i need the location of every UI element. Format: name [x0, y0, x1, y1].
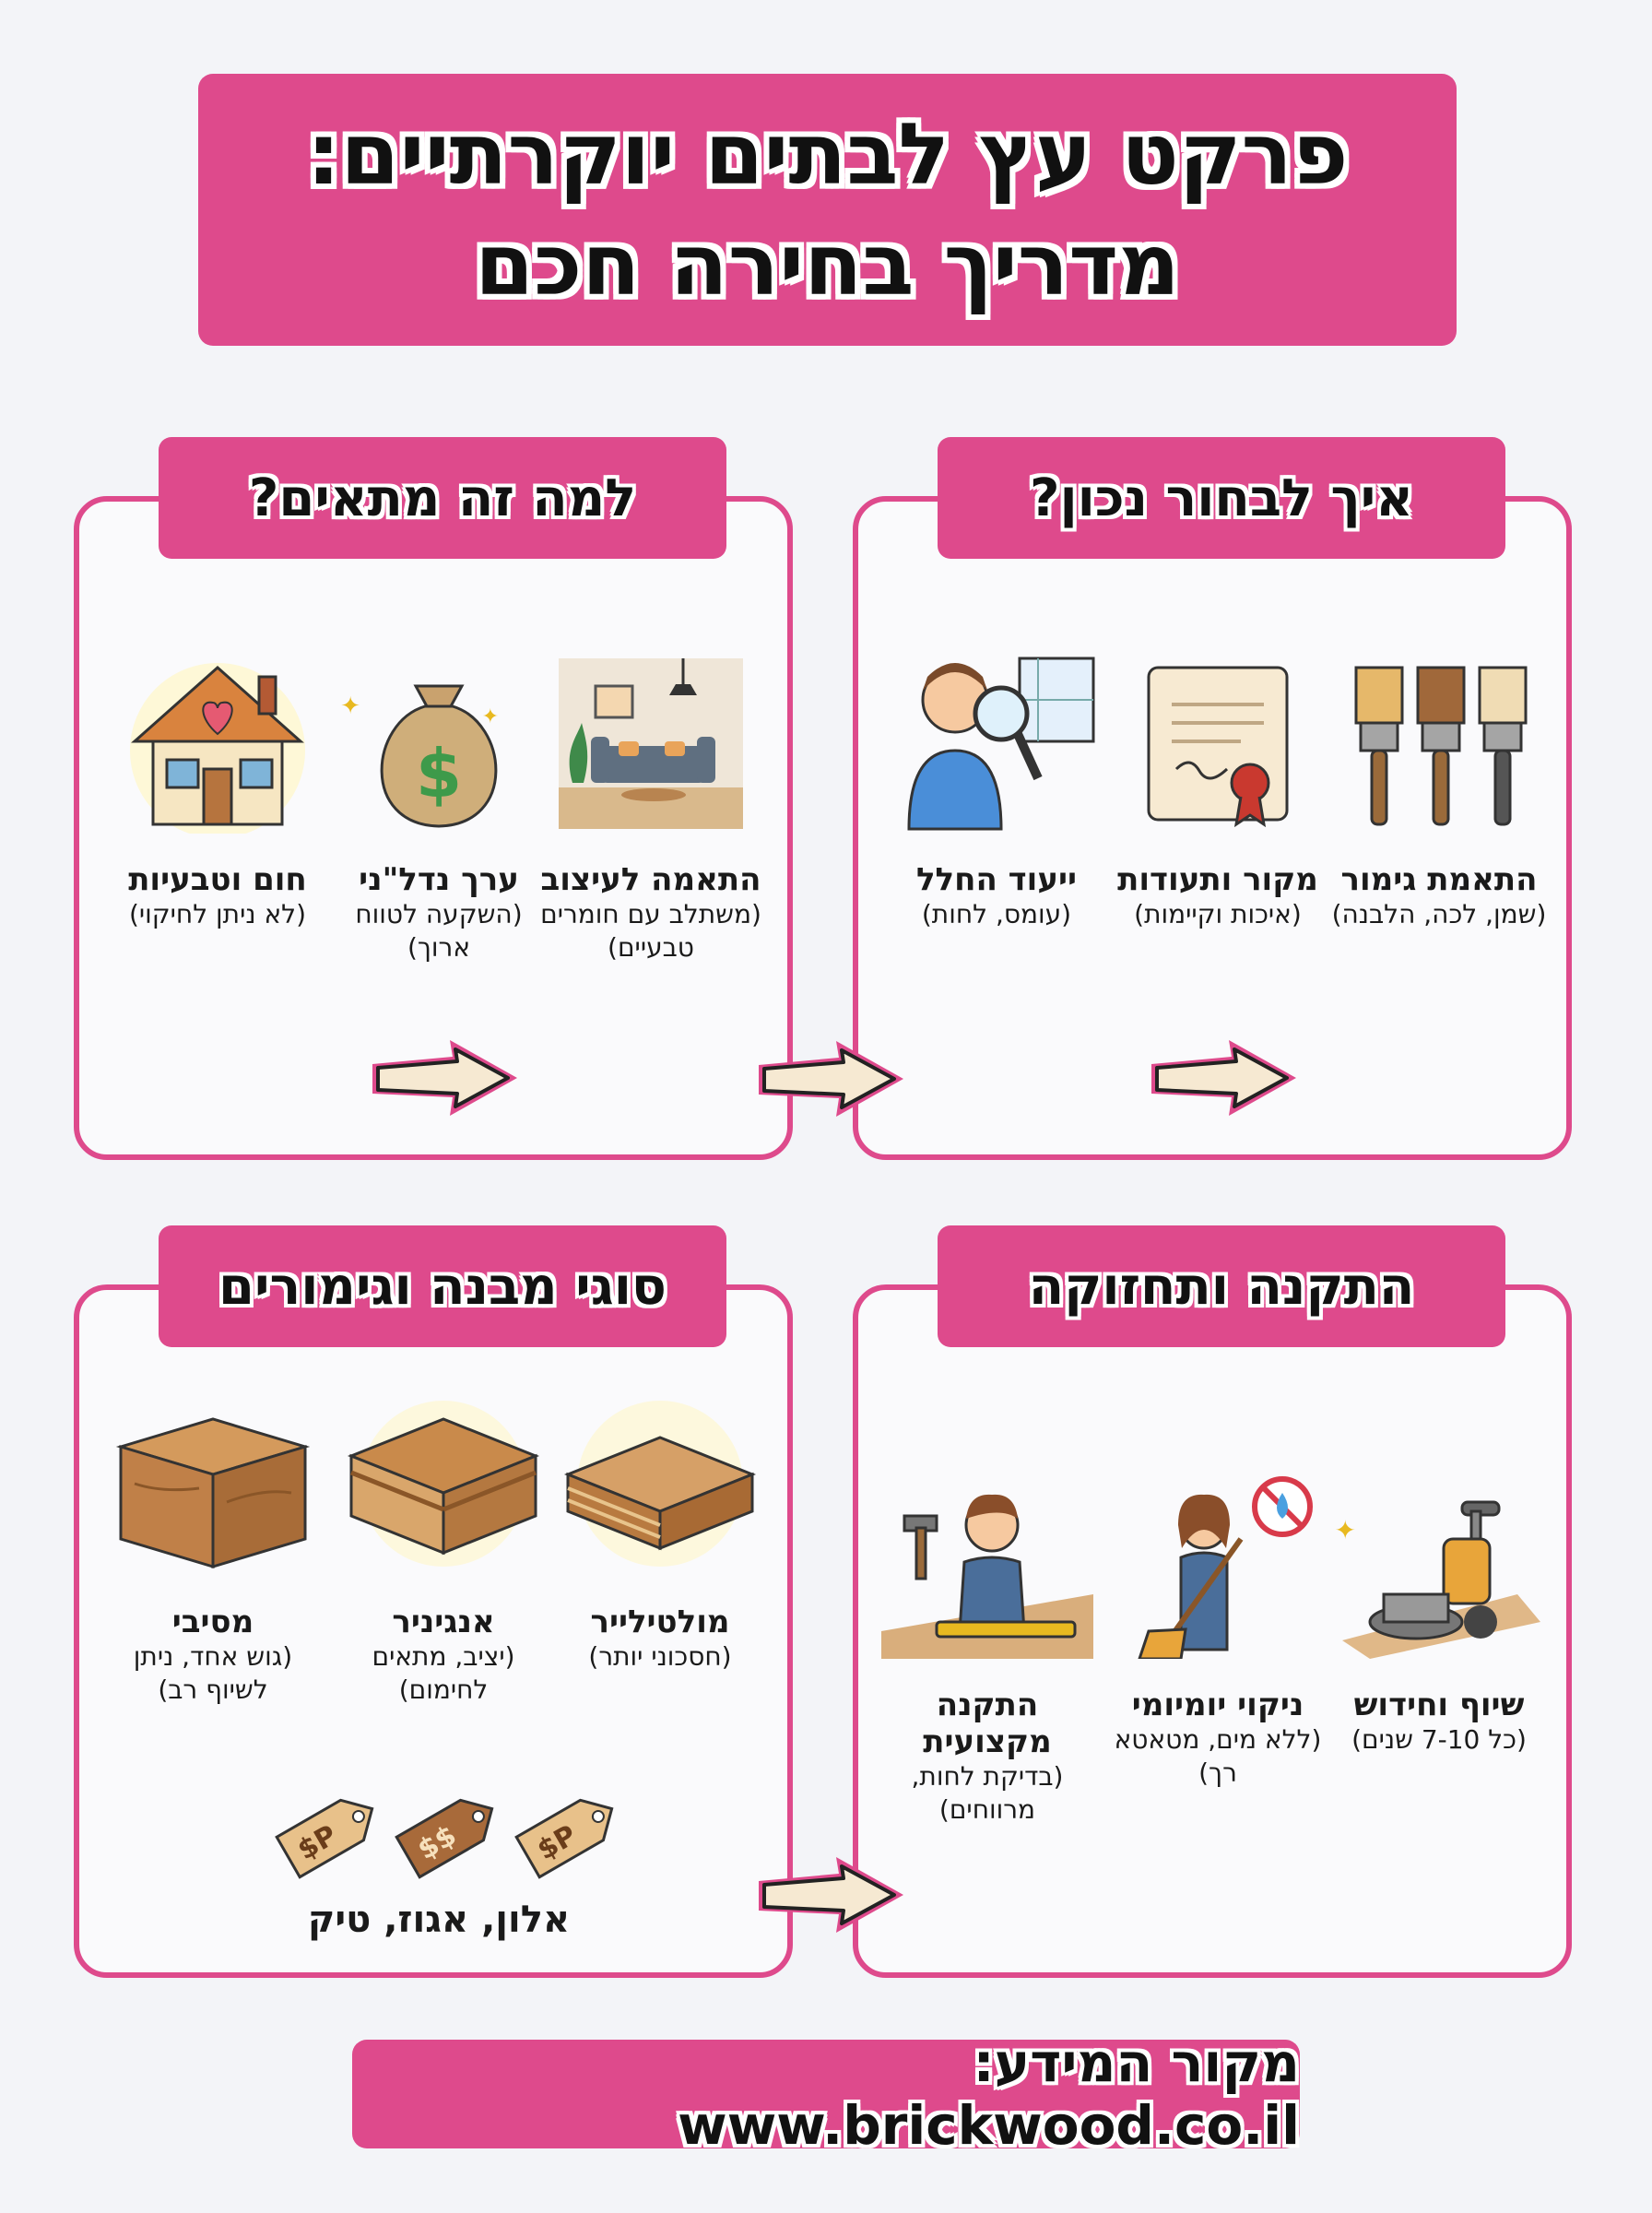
item-source-certificates: מקור ותעודות (איכות וקיימות) — [1107, 649, 1328, 931]
item-desc: (יציב, מתאים לחימום) — [372, 1641, 515, 1705]
item-title: שיוף וחידוש — [1353, 1686, 1525, 1723]
arrow-right-icon — [371, 1038, 519, 1118]
installer-icon — [881, 1494, 1093, 1659]
item-warmth: חום וטבעיות (לא ניתן לחיקוי) — [107, 649, 328, 931]
item-desc: (משתלב עם חומרים טבעיים) — [540, 899, 761, 963]
item-desc: (ללא מים, מטאטא רך) — [1114, 1724, 1322, 1788]
engineered-block-icon — [347, 1401, 540, 1567]
panel-how: איך לבחור נכון? התאמת גימור (שמן, לכה, ה… — [853, 437, 1572, 1160]
item-space-purpose: ייעוד החלל (עומס, לחות) — [886, 649, 1107, 931]
item-desc: (השקעה לטווח ארוך) — [355, 899, 523, 963]
item-title: אנגיניר — [392, 1604, 495, 1640]
item-desc: (בדיקת לחות, מרווחים) — [911, 1761, 1064, 1825]
item-title: ערך נדל"ני — [359, 861, 519, 898]
panel-why-header: למה זה מתאים? — [159, 437, 726, 559]
brushes-icon — [1354, 666, 1528, 826]
item-desc: (עומס, לחות) — [921, 899, 1072, 929]
item-title: התקנה מקצועית — [923, 1686, 1052, 1760]
house-heart-icon — [130, 663, 305, 834]
item-title: מולטילייר — [590, 1604, 730, 1640]
item-multilayer: מולטילייר (חסכוני יותר) — [549, 1391, 771, 1674]
multilayer-block-icon — [563, 1401, 757, 1567]
item-desc: (חסכוני יותר) — [588, 1641, 732, 1672]
wood-species: אלון, אגוז, טיק — [307, 1899, 571, 1941]
page-title-line1: פרקט עץ לבתים יוקרתיים: — [306, 104, 1349, 204]
item-solid: מסיבי (גוש אחד, ניתן לשיוף רב) — [102, 1391, 324, 1707]
item-finish-matching: התאמת גימור (שמן, לכה, הלבנה) — [1328, 649, 1550, 931]
sander-icon: ✦ — [1335, 1500, 1540, 1659]
price-tags-icon: P$ $$ P$ — [275, 1798, 614, 1879]
item-sanding: ✦ שיוף וחידוש (כל 7-10 שנים) — [1328, 1474, 1550, 1757]
arrow-right-icon — [757, 1855, 905, 1935]
item-title: התאמת גימור — [1340, 861, 1538, 898]
source-footer: מקור המידע: www.brickwood.co.il — [352, 2031, 1300, 2157]
money-bag-icon: $ ✦ ✦ — [340, 684, 499, 828]
inspector-icon — [907, 657, 1095, 831]
title-banner: פרקט עץ לבתים יוקרתיים: מדריך בחירה חכם — [198, 74, 1457, 346]
item-real-estate-value: $ ✦ ✦ ערך נדל"ני (השקעה לטווח ארוך) — [328, 649, 549, 964]
svg-text:✦: ✦ — [1335, 1515, 1356, 1545]
panel-install-header: התקנה ותחזוקה — [938, 1225, 1505, 1347]
item-pro-installation: התקנה מקצועית (בדיקת לחות, מרווחים) — [877, 1474, 1098, 1827]
living-room-icon — [559, 658, 743, 829]
item-title: ייעוד החלל — [915, 861, 1078, 898]
item-title: מסיבי — [171, 1604, 254, 1640]
panel-types: סוגי מבנה וגימורים מולטילייר (חסכוני יות… — [74, 1225, 793, 1978]
item-title: מקור ותעודות — [1117, 861, 1318, 898]
item-title: התאמה לעיצוב — [540, 861, 761, 898]
item-design-fit: התאמה לעיצוב (משתלב עם חומרים טבעיים) — [540, 649, 761, 964]
svg-text:$: $ — [416, 735, 462, 812]
arrow-right-icon — [757, 1039, 905, 1118]
item-desc: (כל 7-10 שנים) — [1351, 1724, 1527, 1755]
item-daily-cleaning: ניקוי יומיומי (ללא מים, מטאטא רך) — [1107, 1474, 1328, 1790]
svg-text:✦: ✦ — [340, 692, 360, 720]
arrow-right-icon — [1150, 1038, 1298, 1118]
panel-install: התקנה ותחזוקה ✦ שיוף וחידוש (כל 7-10 שני… — [853, 1225, 1572, 1978]
cleaning-icon — [1138, 1476, 1313, 1659]
item-desc: (גוש אחד, ניתן לשיוף רב) — [133, 1641, 293, 1705]
item-desc: (לא ניתן לחיקוי) — [128, 899, 306, 929]
svg-text:✦: ✦ — [482, 705, 499, 728]
certificate-icon — [1147, 666, 1289, 828]
page-title-line2: מדריך בחירה חכם — [475, 215, 1180, 314]
item-title: חום וטבעיות — [128, 861, 307, 898]
item-title: ניקוי יומיומי — [1131, 1686, 1304, 1723]
panel-why: למה זה מתאים? התאמה לעיצוב (משתלב עם חומ… — [74, 437, 793, 1160]
item-desc: (איכות וקיימות) — [1134, 899, 1302, 929]
item-desc: (שמן, לכה, הלבנה) — [1331, 899, 1547, 929]
panel-how-header: איך לבחור נכון? — [938, 437, 1505, 559]
solid-block-icon — [115, 1417, 311, 1569]
panel-types-header: סוגי מבנה וגימורים — [159, 1225, 726, 1347]
item-engineered: אנגיניר (יציב, מתאים לחימום) — [333, 1391, 554, 1707]
